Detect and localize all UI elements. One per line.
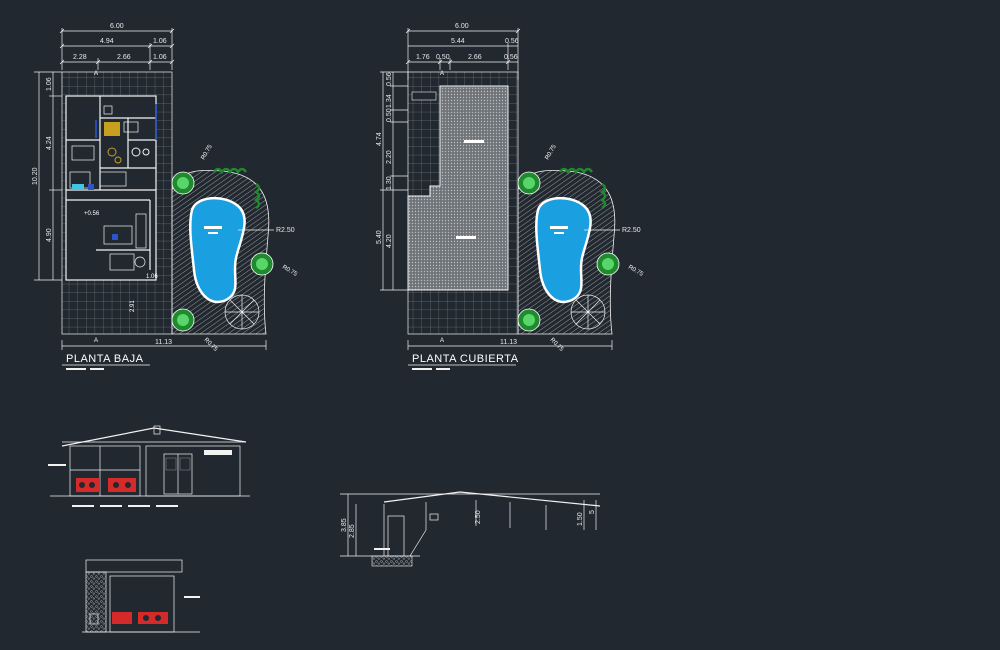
- dim-height-total: 3.85: [341, 518, 348, 532]
- tree-radius-label: R0.75: [549, 337, 565, 353]
- dim-height-c: 4.90: [46, 228, 53, 242]
- dim-total-height-a: 4.74: [376, 132, 383, 146]
- dim-width-d: 2.66: [117, 54, 131, 61]
- plan-title: PLANTA BAJA: [66, 353, 144, 365]
- furniture-shelf[interactable]: [135, 213, 147, 249]
- dim-total-height-b: 5.40: [376, 230, 383, 244]
- dim-height-mid: 2.50: [475, 510, 482, 524]
- roof-opening: [411, 91, 437, 101]
- elevation-front[interactable]: [48, 425, 250, 507]
- section-mark-bottom: A: [94, 338, 98, 344]
- dim-height-c: 0.50: [386, 108, 393, 122]
- dim-height-right: 1.50: [577, 512, 584, 526]
- roof-label-strip: [464, 140, 484, 143]
- tree-radius-label: R0.75: [201, 144, 215, 161]
- kitchen-sink: [72, 184, 84, 190]
- pool-label-strip: [204, 226, 222, 229]
- dim-width-d: 0.50: [436, 54, 450, 61]
- section-mark-top: A: [94, 71, 98, 77]
- plan-planta-baja[interactable]: 6.00 4.94 1.06 2.28 2.66 1.06 10.20 1.06…: [32, 23, 298, 370]
- tree-radius-label: R0.75: [281, 265, 298, 279]
- door[interactable]: [387, 515, 405, 557]
- dim-height-a: 1.06: [46, 77, 53, 91]
- swimming-pool[interactable]: [189, 197, 246, 304]
- dim-width-b: 0.56: [505, 38, 519, 45]
- section-mark-top: A: [440, 71, 444, 77]
- dim-width-b: 1.06: [153, 38, 167, 45]
- section-a-a[interactable]: 3.85 2.85 1.50 5 2.50: [340, 491, 601, 567]
- dim-total-height: 10.20: [32, 167, 39, 185]
- outdoor-furniture-red: [112, 612, 132, 624]
- dim-total-width: 6.00: [455, 23, 469, 30]
- dim-bottom-length: 11.13: [155, 339, 172, 346]
- tree-radius-label: R0.75: [203, 337, 219, 353]
- dim-width-e: 2.66: [468, 54, 482, 61]
- section-mark-bottom: A: [440, 338, 444, 344]
- dimension-chains-left: [34, 71, 62, 281]
- dim-width-f: 0.56: [504, 54, 518, 61]
- scale-bar: [66, 368, 86, 370]
- dim-bottom-length: 11.13: [500, 339, 517, 346]
- furniture-armchairs[interactable]: [109, 253, 135, 271]
- elevation-side[interactable]: [82, 559, 200, 633]
- hedge-icon: [212, 167, 261, 210]
- pool-radius-label: R2.50: [276, 227, 295, 234]
- dim-height-e: 1.30: [386, 176, 393, 190]
- dim-total-width: 6.00: [110, 23, 124, 30]
- dim-width-c: 1.76: [416, 54, 430, 61]
- dim-width-c: 2.28: [73, 54, 87, 61]
- hedge-icon: [558, 167, 607, 210]
- furniture-chair-icon: [107, 147, 117, 157]
- pool-radius-label: R2.50: [622, 227, 641, 234]
- inner-dim-b: 2.91: [130, 300, 136, 312]
- roof-line: [383, 491, 601, 507]
- roof-band: [85, 559, 183, 573]
- outdoor-furniture-red: [108, 478, 136, 492]
- label-strip: [72, 505, 94, 507]
- roof-slab[interactable]: [407, 85, 509, 291]
- window: [204, 450, 232, 455]
- dim-width-a: 4.94: [100, 38, 114, 45]
- outdoor-furniture-red: [76, 478, 100, 492]
- dim-height-f: 4.20: [386, 234, 393, 248]
- dimension-chains-top: [405, 28, 521, 80]
- dim-height-a: 0.56: [386, 72, 393, 86]
- tree-radius-label: R0.75: [545, 144, 559, 161]
- dimension-chains-left: [380, 71, 408, 291]
- dim-height-d: 2.20: [386, 150, 393, 164]
- furniture-bed[interactable]: [104, 122, 120, 136]
- dim-height-b: 1.34: [386, 94, 393, 108]
- dim-height-inner: 2.85: [349, 524, 356, 538]
- toilet-icon: [103, 105, 113, 115]
- dim-height-b: 4.24: [46, 136, 53, 150]
- ground-fill: [371, 555, 413, 567]
- furniture-sofa[interactable]: [103, 225, 133, 245]
- tree-radius-label: R0.75: [627, 265, 644, 279]
- plan-planta-cubierta[interactable]: 6.00 5.44 0.56 1.76 0.50 2.66 0.56 4.74 …: [376, 23, 644, 370]
- furniture-table[interactable]: [71, 145, 95, 161]
- plan-title: PLANTA CUBIERTA: [412, 353, 519, 365]
- level-label: +0.56: [84, 211, 100, 217]
- dim-height-right-2: 5: [589, 510, 596, 514]
- stone-wall: [85, 571, 107, 633]
- inner-dim-a: 1.06: [146, 274, 158, 280]
- dimension-chains-top: [59, 28, 175, 70]
- dim-width-e: 1.06: [153, 54, 167, 61]
- outdoor-furniture-red: [138, 612, 168, 624]
- furniture-closet[interactable]: [123, 121, 139, 133]
- scale-bar: [412, 368, 432, 370]
- dim-width-a: 5.44: [451, 38, 465, 45]
- swimming-pool[interactable]: [535, 197, 592, 304]
